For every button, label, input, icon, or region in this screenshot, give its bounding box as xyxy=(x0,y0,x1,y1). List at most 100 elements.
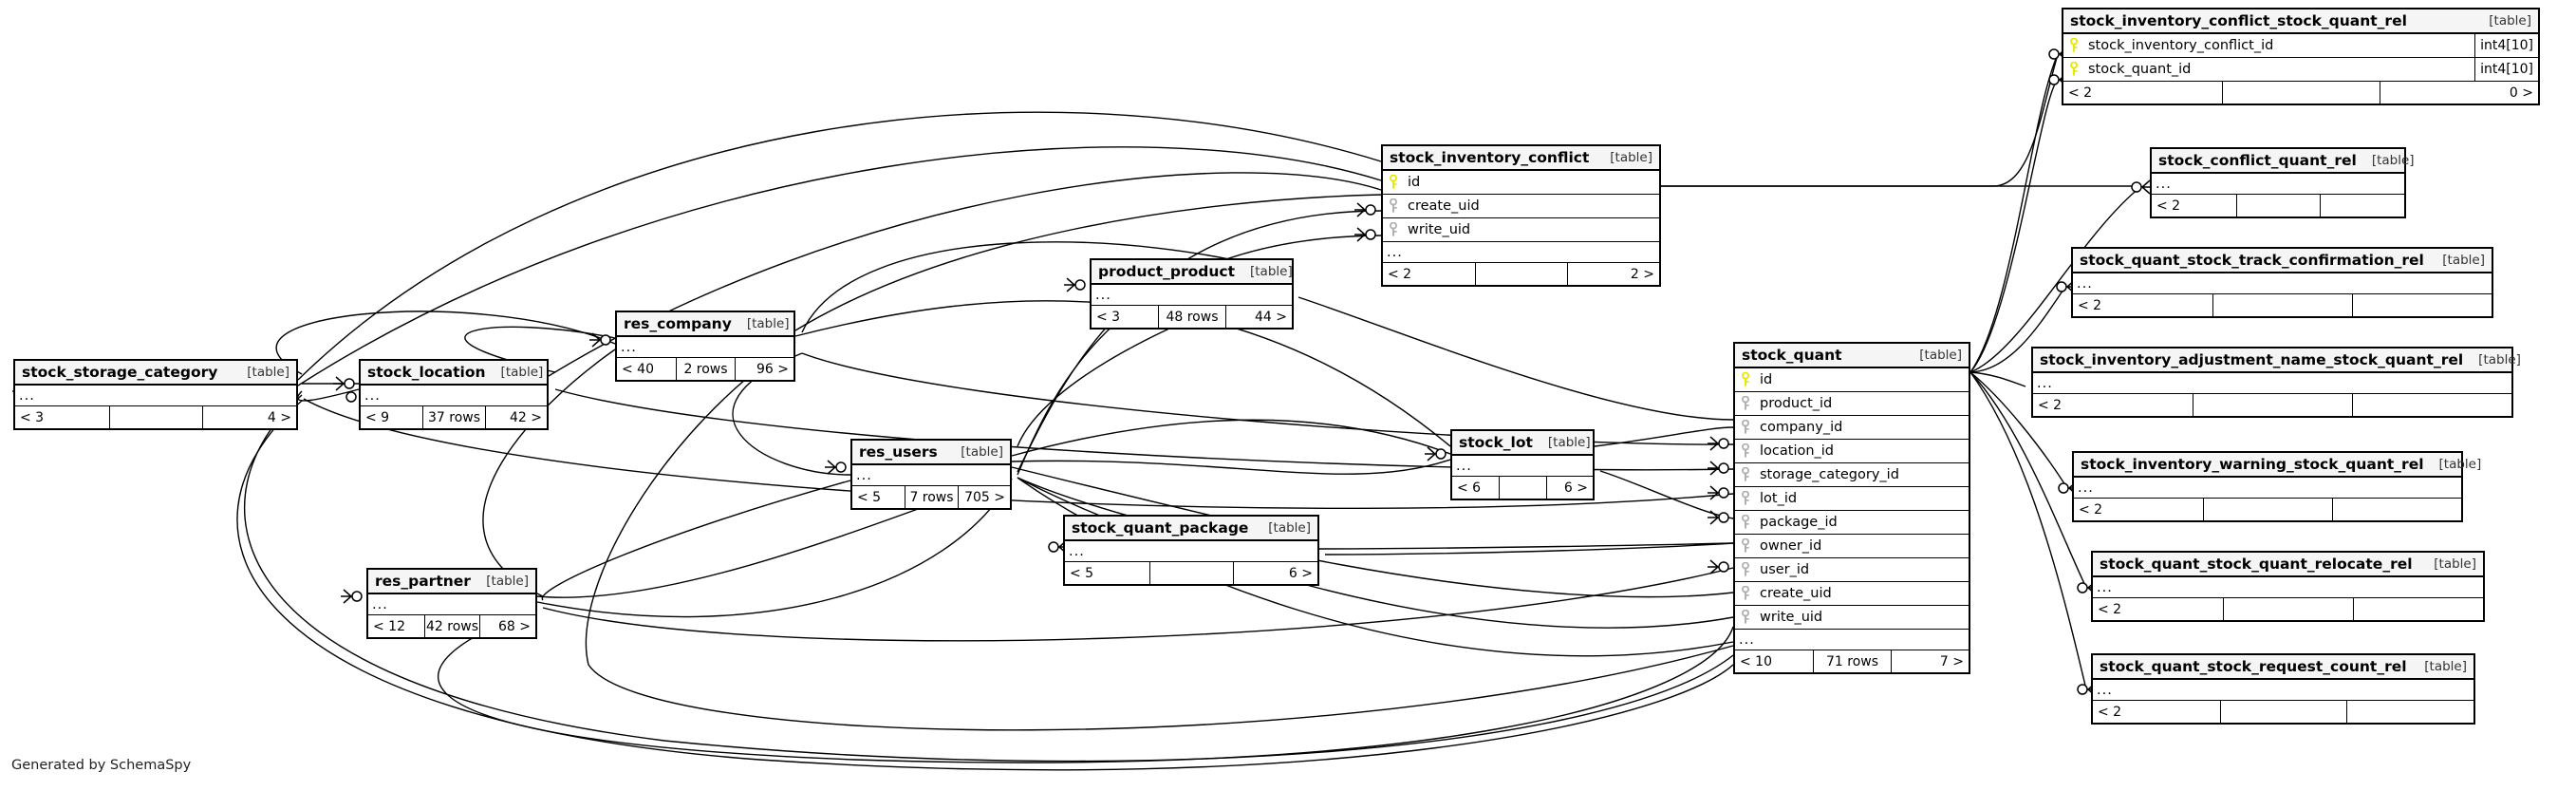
table-header-stock_quant_stock_quant_relocate_rel[interactable]: stock_quant_stock_quant_relocate_rel[tab… xyxy=(2093,553,2483,577)
table-node-stock_inventory_conflict_stock_quant_rel[interactable]: stock_inventory_conflict_stock_quant_rel… xyxy=(2062,8,2540,105)
more-columns-ellipsis[interactable]: ... xyxy=(368,594,535,615)
table-header-stock_quant_stock_request_count_rel[interactable]: stock_quant_stock_request_count_rel[tabl… xyxy=(2093,655,2473,680)
footer-child-count xyxy=(2353,598,2483,620)
footer-parent-count: < 3 xyxy=(1096,309,1121,325)
table-header-stock_inventory_warning_stock_quant_rel[interactable]: stock_inventory_warning_stock_quant_rel[… xyxy=(2074,453,2481,478)
table-node-stock_inventory_warning_stock_quant_rel[interactable]: stock_inventory_warning_stock_quant_rel[… xyxy=(2072,451,2481,522)
footer-child-count: 96 > xyxy=(735,358,793,380)
more-columns-ellipsis[interactable]: ... xyxy=(15,386,296,406)
table-column-row[interactable]: lot_id xyxy=(1735,487,1969,511)
table-column-row[interactable]: create_uid xyxy=(1735,582,1969,606)
table-column-row[interactable]: location_id xyxy=(1735,440,1969,463)
foreign-key-icon xyxy=(1735,396,1756,411)
more-columns-ellipsis[interactable]: ... xyxy=(2033,373,2511,394)
table-header-stock_inventory_conflict_stock_quant_rel[interactable]: stock_inventory_conflict_stock_quant_rel… xyxy=(2063,9,2538,34)
more-columns-ellipsis[interactable]: ... xyxy=(2093,577,2483,598)
column-name: product_id xyxy=(1760,396,1833,411)
table-column-row[interactable]: write_uid xyxy=(1735,606,1969,630)
table-column-row[interactable]: create_uid xyxy=(1383,195,1659,218)
footer-parent-count: < 2 xyxy=(2038,397,2063,413)
column-datatype: int4[10] xyxy=(2474,34,2538,57)
table-header-stock_quant[interactable]: stock_quant[table] xyxy=(1735,344,1969,368)
table-column-row[interactable]: id xyxy=(1735,368,1969,392)
table-column-row[interactable]: storage_category_id xyxy=(1735,463,1969,487)
table-header-stock_inventory_adjustment_name_stock_quant_rel[interactable]: stock_inventory_adjustment_name_stock_qu… xyxy=(2033,348,2521,373)
table-header-stock_conflict_quant_rel[interactable]: stock_conflict_quant_rel[table] xyxy=(2152,149,2415,174)
table-header-stock_location[interactable]: stock_location[table] xyxy=(361,361,547,386)
foreign-key-icon xyxy=(1735,515,1756,530)
table-header-res_partner[interactable]: res_partner [table] xyxy=(368,570,535,594)
more-columns-ellipsis[interactable]: ... xyxy=(617,337,793,358)
table-title: res_company xyxy=(624,314,732,332)
more-columns-ellipsis[interactable]: ... xyxy=(1452,456,1593,477)
table-node-stock_quant_stock_quant_relocate_rel[interactable]: stock_quant_stock_quant_relocate_rel[tab… xyxy=(2091,551,2485,622)
table-column-row[interactable]: user_id xyxy=(1735,558,1969,582)
table-title: stock_quant_stock_track_confirmation_rel xyxy=(2080,251,2424,269)
table-header-stock_storage_category[interactable]: stock_storage_category[table] xyxy=(15,361,296,386)
column-name: package_id xyxy=(1760,515,1838,530)
more-columns-ellipsis[interactable]: ... xyxy=(1092,285,1292,306)
table-node-stock_quant_stock_track_confirmation_rel[interactable]: stock_quant_stock_track_confirmation_rel… xyxy=(2071,247,2493,318)
more-columns-ellipsis[interactable]: ... xyxy=(2152,174,2404,195)
more-columns-ellipsis[interactable]: ... xyxy=(2074,478,2461,499)
table-header-stock_inventory_conflict[interactable]: stock_inventory_conflict[table] xyxy=(1383,146,1659,171)
footer-row-count: 48 rows xyxy=(1158,306,1224,328)
table-column-row[interactable]: write_uid xyxy=(1383,218,1659,242)
footer-row-count xyxy=(1475,263,1567,285)
column-name: id xyxy=(1408,175,1421,190)
table-header-res_users[interactable]: res_users[table] xyxy=(852,441,1010,465)
footer-row-count xyxy=(2223,598,2353,620)
table-column-row[interactable]: owner_id xyxy=(1735,535,1969,558)
footer-child-count xyxy=(2320,195,2404,217)
table-node-stock_quant[interactable]: stock_quant[table]id product_id company_id… xyxy=(1733,342,1970,674)
table-type-label: [table] xyxy=(2434,556,2476,572)
more-columns-ellipsis[interactable]: ... xyxy=(1065,541,1317,562)
table-header-product_product[interactable]: product_product[table] xyxy=(1092,260,1293,285)
table-node-stock_inventory_adjustment_name_stock_quant_rel[interactable]: stock_inventory_adjustment_name_stock_qu… xyxy=(2031,347,2521,418)
table-header-stock_lot[interactable]: stock_lot[table] xyxy=(1452,431,1593,456)
footer-parent-count: < 2 xyxy=(2098,704,2122,720)
more-columns-ellipsis[interactable]: ... xyxy=(1383,242,1659,263)
table-title: res_partner xyxy=(375,572,471,590)
table-header-stock_quant_package[interactable]: stock_quant_package [table] xyxy=(1065,517,1317,541)
more-columns-ellipsis[interactable]: ... xyxy=(852,465,1010,486)
footer-child-count: 6 > xyxy=(1233,562,1317,584)
table-node-stock_conflict_quant_rel[interactable]: stock_conflict_quant_rel[table]...< 2 xyxy=(2150,147,2415,218)
table-title: stock_quant_package xyxy=(1072,518,1249,537)
table-column-row[interactable]: id xyxy=(1383,171,1659,195)
table-type-label: [table] xyxy=(1268,519,1311,536)
foreign-key-icon xyxy=(1735,443,1756,459)
table-column-row[interactable]: product_id xyxy=(1735,392,1969,416)
table-type-label: [table] xyxy=(746,315,790,331)
more-columns-ellipsis[interactable]: ... xyxy=(2093,680,2473,701)
table-node-stock_inventory_conflict[interactable]: stock_inventory_conflict[table]id create_… xyxy=(1381,144,1661,287)
table-node-stock_quant_stock_request_count_rel[interactable]: stock_quant_stock_request_count_rel[tabl… xyxy=(2091,653,2475,725)
table-header-res_company[interactable]: res_company [table] xyxy=(617,312,793,337)
footer-parent-count: < 10 xyxy=(1740,653,1772,669)
footer-parent-count: < 2 xyxy=(2068,85,2093,101)
more-columns-ellipsis[interactable]: ... xyxy=(361,386,547,406)
column-name: storage_category_id xyxy=(1760,467,1899,482)
table-type-label: [table] xyxy=(486,573,529,589)
table-column-row[interactable]: package_id xyxy=(1735,511,1969,535)
table-header-stock_quant_stock_track_confirmation_rel[interactable]: stock_quant_stock_track_confirmation_rel… xyxy=(2073,249,2492,273)
more-columns-ellipsis[interactable]: ... xyxy=(2073,273,2492,294)
table-type-label: [table] xyxy=(1249,263,1293,279)
table-type-label: [table] xyxy=(961,443,1003,460)
more-columns-ellipsis[interactable]: ... xyxy=(1735,630,1969,650)
table-column-row[interactable]: company_id xyxy=(1735,416,1969,440)
